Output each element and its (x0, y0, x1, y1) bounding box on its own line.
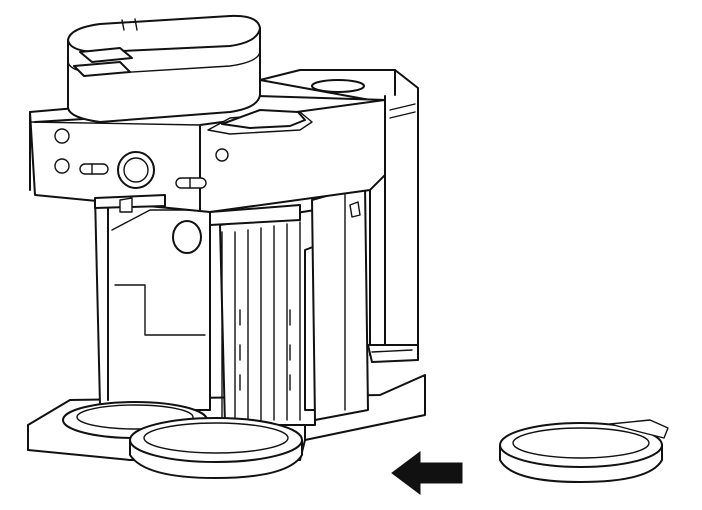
drip-ring-inserted (129, 417, 303, 479)
figure-caption (0, 494, 702, 510)
steam-knob (172, 220, 202, 254)
insert-arrow-icon (391, 451, 463, 495)
indicator-left-icon (79, 163, 109, 175)
button-left-bottom-icon (54, 158, 70, 174)
button-right-icon (215, 148, 229, 162)
portafilter-handle-icon (221, 109, 306, 129)
bean-hopper (67, 14, 261, 123)
group-head (94, 194, 301, 226)
coffee-machine (27, 14, 426, 479)
indicator-right-icon (175, 177, 207, 189)
water-tank (219, 209, 319, 426)
drip-ring-detached (499, 419, 669, 483)
button-left-top-icon (54, 128, 70, 144)
